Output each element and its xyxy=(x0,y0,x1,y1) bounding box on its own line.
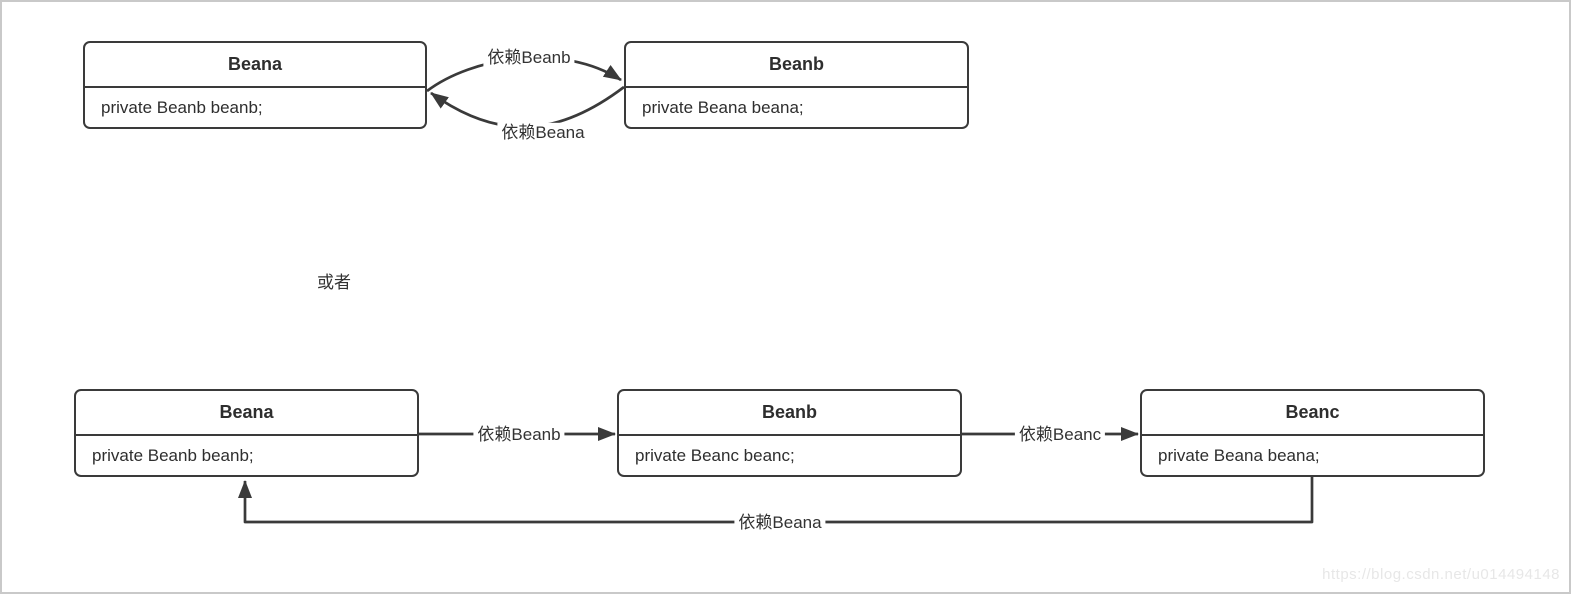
class-member: private Beanc beanc; xyxy=(635,445,795,465)
class-box-top-beanb: Beanb private Beana beana; xyxy=(624,41,969,129)
class-title: Beana xyxy=(76,391,417,436)
class-member: private Beana beana; xyxy=(642,97,804,117)
class-box-bottom-beanb: Beanb private Beanc beanc; xyxy=(617,389,962,477)
class-member: private Beanb beanb; xyxy=(92,445,254,465)
class-box-bottom-beanc: Beanc private Beana beana; xyxy=(1140,389,1485,477)
edge-label-depends-beanb-bottom: 依赖Beanb xyxy=(473,424,565,446)
edge-label-depends-beanb-top: 依赖Beanb xyxy=(483,47,575,69)
class-title: Beanb xyxy=(626,43,967,88)
edge-top-beanb-to-beana xyxy=(430,85,625,129)
class-member: private Beanb beanb; xyxy=(101,97,263,117)
class-box-bottom-beana: Beana private Beanb beanb; xyxy=(74,389,419,477)
class-box-top-beana: Beana private Beanb beanb; xyxy=(83,41,427,129)
class-title: Beanc xyxy=(1142,391,1483,436)
class-title: Beana xyxy=(85,43,425,88)
class-member: private Beana beana; xyxy=(1158,445,1320,465)
class-title: Beanb xyxy=(619,391,960,436)
edge-label-depends-beana-bottom: 依赖Beana xyxy=(734,512,826,534)
edge-label-depends-beana-top: 依赖Beana xyxy=(497,122,589,144)
watermark: https://blog.csdn.net/u014494148 xyxy=(1322,566,1560,583)
edge-label-depends-beanc-bottom: 依赖Beanc xyxy=(1014,424,1106,446)
or-text: 或者 xyxy=(317,273,351,292)
